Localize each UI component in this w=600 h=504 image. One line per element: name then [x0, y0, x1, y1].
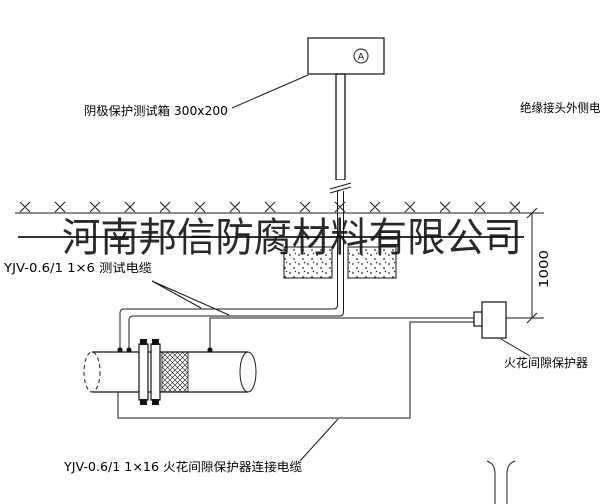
meter-circle	[353, 48, 369, 64]
flange-bolt-top-left	[140, 339, 147, 345]
test-box-leader	[231, 74, 309, 109]
label-spark-cable: YJV-0.6/1 1×16 火花间隙保护器连接电缆	[63, 459, 302, 474]
pipe	[83, 339, 257, 405]
label-test-cable: YJV-0.6/1 1×6 测试电缆	[3, 260, 152, 275]
meter-symbol: A	[358, 53, 365, 63]
watermark-text: 河南邦信防腐材料有限公司	[62, 215, 522, 261]
dimension-ticks	[526, 207, 538, 324]
ground-hatch-marks	[19, 201, 521, 213]
flange-bolt-bottom-right	[152, 399, 159, 405]
test-cable-leaders	[151, 280, 230, 316]
label-test-box: 阴极保护测试箱 300x200	[84, 103, 228, 118]
test-cable-2	[128, 282, 344, 349]
concrete-block-right	[347, 246, 397, 279]
spark-gap-box	[481, 301, 507, 339]
test-box: A	[307, 37, 385, 75]
flange-bolt-bottom-left	[140, 399, 147, 405]
pipe-left-end	[83, 351, 101, 393]
weld-dot-2	[126, 347, 132, 353]
flange-bolt-top-right	[152, 339, 159, 345]
conduit-break	[329, 180, 352, 194]
concrete-block-left	[283, 246, 333, 279]
spark-gap-leader	[500, 338, 531, 357]
conduit-casing	[335, 73, 346, 181]
weld-dot-3	[207, 347, 213, 353]
spark-cable-left	[117, 321, 474, 419]
weld-dot-1	[117, 347, 123, 353]
flange-left	[138, 343, 149, 401]
corner-symbol	[486, 460, 516, 504]
dimension-text: 1000	[537, 250, 551, 288]
flange-right	[150, 343, 161, 401]
dimension-1000: 1000	[506, 207, 551, 324]
test-cable-1	[119, 282, 338, 349]
pipe-right-end	[239, 351, 257, 393]
label-outer-cable: 绝缘接头外侧电缆	[520, 100, 600, 115]
spark-gap-protector	[473, 301, 507, 339]
spark-cable-leader	[299, 418, 339, 462]
spark-gap-terminal	[473, 311, 483, 327]
label-spark-gap: 火花间隙保护器	[504, 355, 588, 370]
insulating-joint-hatch	[161, 351, 189, 393]
spark-cable-right	[209, 317, 474, 349]
